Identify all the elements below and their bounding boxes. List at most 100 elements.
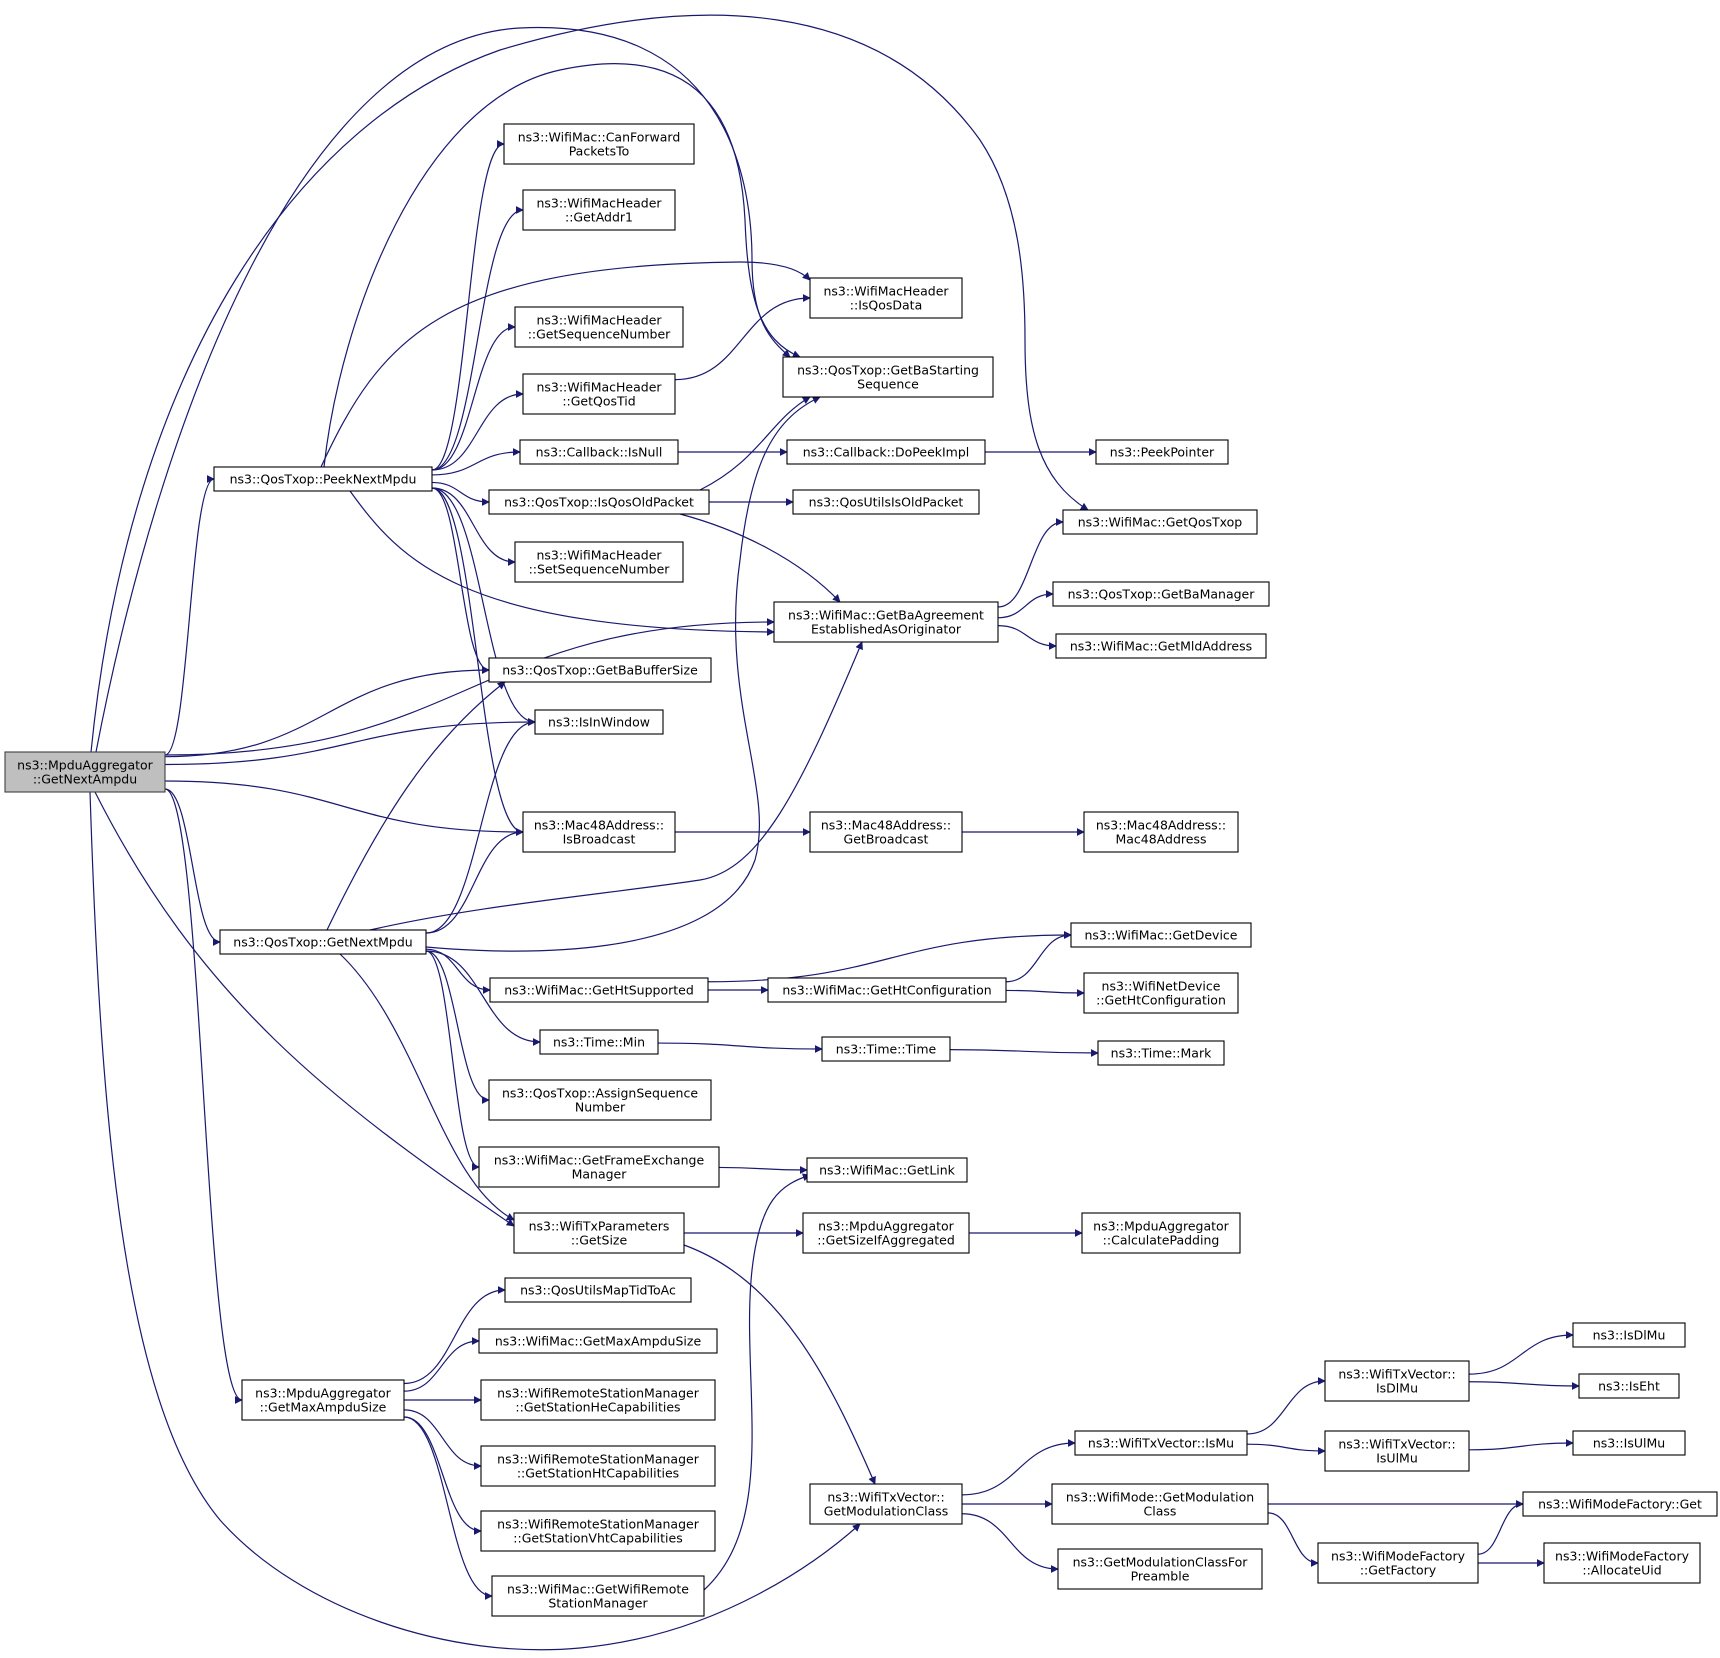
edge-peek-to-getbastartseq bbox=[323, 63, 801, 468]
node-label: ns3::WifiTxVector::IsMu bbox=[1088, 1436, 1234, 1451]
node-box bbox=[478, 1146, 720, 1188]
graph-node-calcpadding[interactable]: ns3::MpduAggregator::CalculatePadding bbox=[1081, 1212, 1241, 1254]
graph-node-stahtcap[interactable]: ns3::WifiRemoteStationManager::GetStatio… bbox=[480, 1445, 716, 1487]
graph-node-gethtsupported[interactable]: ns3::WifiMac::GetHtSupported bbox=[489, 977, 709, 1003]
node-label: ns3::WifiMac::GetHtConfiguration bbox=[782, 983, 991, 998]
node-label: Mac48Address bbox=[1115, 832, 1206, 847]
node-box bbox=[478, 1328, 718, 1354]
graph-node-mapTidToAc[interactable]: ns3::QosUtilsMapTidToAc bbox=[504, 1277, 692, 1303]
graph-node-setseqnum[interactable]: ns3::WifiMacHeader::SetSequenceNumber bbox=[514, 541, 684, 583]
edge-getbaagreement-to-getbamanager bbox=[997, 590, 1054, 619]
edge-timetime-to-timemark bbox=[949, 1048, 1099, 1057]
node-label: ns3::WifiMacHeader bbox=[823, 284, 949, 299]
node-box bbox=[1324, 1430, 1470, 1472]
edge-getnextmpdu-to-getbabuffersize bbox=[326, 681, 506, 931]
edge-getnextmpdu-to-getfem bbox=[425, 950, 480, 1171]
graph-node-getqostid[interactable]: ns3::WifiMacHeader::GetQosTid bbox=[522, 373, 676, 415]
edge-getnextmpdu-to-gethtsupported bbox=[425, 948, 491, 994]
graph-node-getmaxampdu_agg[interactable]: ns3::MpduAggregator::GetMaxAmpduSize bbox=[241, 1379, 405, 1421]
graph-node-getaddr1[interactable]: ns3::WifiMacHeader::GetAddr1 bbox=[522, 189, 676, 231]
graph-node-isqosold[interactable]: ns3::QosTxop::IsQosOldPacket bbox=[488, 489, 710, 515]
graph-node-peek[interactable]: ns3::QosTxop::PeekNextMpdu bbox=[213, 466, 433, 492]
graph-node-modefactorygetfactory[interactable]: ns3::WifiModeFactory::GetFactory bbox=[1317, 1542, 1479, 1584]
edge-txvecmodclass-to-txvecismu bbox=[961, 1439, 1076, 1496]
edge-peek-to-getbaagreement bbox=[349, 490, 775, 636]
node-label: ::IsQosData bbox=[850, 298, 922, 313]
graph-node-isbroadcast[interactable]: ns3::Mac48Address::IsBroadcast bbox=[522, 811, 676, 853]
graph-node-txparamsize[interactable]: ns3::WifiTxParameters::GetSize bbox=[513, 1212, 685, 1254]
graph-node-getwrsm[interactable]: ns3::WifiMac::GetWifiRemoteStationManage… bbox=[491, 1575, 705, 1617]
node-box bbox=[488, 1079, 712, 1121]
graph-node-getdevice[interactable]: ns3::WifiMac::GetDevice bbox=[1070, 922, 1252, 948]
graph-node-macgetmaxampdu[interactable]: ns3::WifiMac::GetMaxAmpduSize bbox=[478, 1328, 718, 1354]
graph-node-isulmu[interactable]: ns3::IsUlMu bbox=[1572, 1430, 1686, 1456]
node-box bbox=[1083, 811, 1239, 853]
edge-root-to-txparamsize bbox=[94, 791, 515, 1227]
node-label: ns3::IsUlMu bbox=[1593, 1436, 1665, 1451]
node-label: ::GetSizeIfAggregated bbox=[817, 1233, 955, 1248]
graph-node-stahecap[interactable]: ns3::WifiRemoteStationManager::GetStatio… bbox=[480, 1379, 716, 1421]
graph-node-txvecisulmu[interactable]: ns3::WifiTxVector::IsUlMu bbox=[1324, 1430, 1470, 1472]
graph-node-peekpointer[interactable]: ns3::PeekPointer bbox=[1095, 439, 1229, 465]
graph-node-getbroadcast[interactable]: ns3::Mac48Address::GetBroadcast bbox=[809, 811, 963, 853]
graph-node-getbamanager[interactable]: ns3::QosTxop::GetBaManager bbox=[1052, 581, 1270, 607]
graph-node-cbisnull[interactable]: ns3::Callback::IsNull bbox=[519, 439, 679, 465]
edge-getnextmpdu-to-txparamsize bbox=[339, 953, 515, 1221]
node-box bbox=[802, 1212, 970, 1254]
edge-getmaxampdu_agg-to-mapTidToAc bbox=[403, 1286, 506, 1385]
graph-node-getseqnum[interactable]: ns3::WifiMacHeader::GetSequenceNumber bbox=[514, 306, 684, 348]
graph-node-dopeekimpl[interactable]: ns3::Callback::DoPeekImpl bbox=[786, 439, 986, 465]
graph-node-getnextmpdu[interactable]: ns3::QosTxop::GetNextMpdu bbox=[219, 929, 427, 955]
graph-node-root[interactable]: ns3::MpduAggregator::GetNextAmpdu bbox=[4, 751, 166, 793]
node-label: ns3::QosTxop::GetBaManager bbox=[1068, 587, 1256, 602]
graph-node-mac48address[interactable]: ns3::Mac48Address::Mac48Address bbox=[1083, 811, 1239, 853]
graph-node-txvecisdlmu[interactable]: ns3::WifiTxVector::IsDlMu bbox=[1324, 1360, 1470, 1402]
node-box bbox=[1074, 1430, 1248, 1456]
graph-node-getbabuffersize[interactable]: ns3::QosTxop::GetBaBufferSize bbox=[488, 657, 712, 683]
node-box bbox=[806, 1157, 968, 1183]
graph-node-txvecmodclass[interactable]: ns3::WifiTxVector::GetModulationClass bbox=[809, 1483, 963, 1525]
node-label: ns3::WifiTxParameters bbox=[529, 1219, 670, 1234]
graph-node-getsizeifagg[interactable]: ns3::MpduAggregator::GetSizeIfAggregated bbox=[802, 1212, 970, 1254]
graph-node-stavhtcap[interactable]: ns3::WifiRemoteStationManager::GetStatio… bbox=[480, 1510, 716, 1552]
graph-node-timemin[interactable]: ns3::Time::Min bbox=[539, 1029, 659, 1055]
node-label: ns3::Mac48Address:: bbox=[821, 818, 951, 833]
node-box bbox=[1572, 1430, 1686, 1456]
node-label: Number bbox=[575, 1100, 626, 1115]
graph-node-getlink[interactable]: ns3::WifiMac::GetLink bbox=[806, 1157, 968, 1183]
edge-txvecismu-to-txvecisulmu bbox=[1246, 1443, 1326, 1455]
graph-node-netdevhtconfig[interactable]: ns3::WifiNetDevice::GetHtConfiguration bbox=[1083, 972, 1239, 1014]
graph-node-getmldaddress[interactable]: ns3::WifiMac::GetMldAddress bbox=[1055, 633, 1267, 659]
graph-node-modefactoryget[interactable]: ns3::WifiModeFactory::Get bbox=[1522, 1491, 1718, 1517]
graph-node-modegetmodclass[interactable]: ns3::WifiMode::GetModulationClass bbox=[1051, 1483, 1269, 1525]
edge-txvecisdlmu-to-isdlmu bbox=[1468, 1331, 1574, 1375]
node-label: ns3::WifiRemoteStationManager bbox=[497, 1386, 700, 1401]
graph-node-txvecismu[interactable]: ns3::WifiTxVector::IsMu bbox=[1074, 1430, 1248, 1456]
node-box bbox=[539, 1029, 659, 1055]
node-label: ns3::WifiMode::GetModulation bbox=[1066, 1490, 1254, 1505]
graph-node-iseht[interactable]: ns3::IsEht bbox=[1578, 1373, 1680, 1399]
graph-node-isinwindow[interactable]: ns3::IsInWindow bbox=[534, 709, 664, 735]
graph-node-qosutilsold[interactable]: ns3::QosUtilsIsOldPacket bbox=[792, 489, 980, 515]
node-label: ns3::WifiMac::GetMaxAmpduSize bbox=[495, 1334, 702, 1349]
node-label: ns3::QosUtilsMapTidToAc bbox=[520, 1283, 676, 1298]
graph-node-isdlmu[interactable]: ns3::IsDlMu bbox=[1572, 1322, 1686, 1348]
node-box bbox=[1572, 1322, 1686, 1348]
edge-peek-to-getqostid bbox=[431, 390, 524, 471]
node-box bbox=[4, 751, 166, 793]
graph-node-allocateuid[interactable]: ns3::WifiModeFactory::AllocateUid bbox=[1543, 1542, 1701, 1584]
node-label: ns3::WifiMac::GetFrameExchange bbox=[494, 1153, 705, 1168]
graph-node-isqosdata[interactable]: ns3::WifiMacHeader::IsQosData bbox=[809, 277, 963, 319]
graph-node-gethtconfig[interactable]: ns3::WifiMac::GetHtConfiguration bbox=[767, 977, 1007, 1003]
node-box bbox=[1051, 1483, 1269, 1525]
graph-node-getbaagreement[interactable]: ns3::WifiMac::GetBaAgreementEstablishedA… bbox=[773, 601, 999, 643]
graph-node-timemark[interactable]: ns3::Time::Mark bbox=[1097, 1040, 1225, 1066]
graph-node-timetime[interactable]: ns3::Time::Time bbox=[821, 1036, 951, 1062]
graph-node-getqostxop[interactable]: ns3::WifiMac::GetQosTxop bbox=[1062, 509, 1258, 535]
